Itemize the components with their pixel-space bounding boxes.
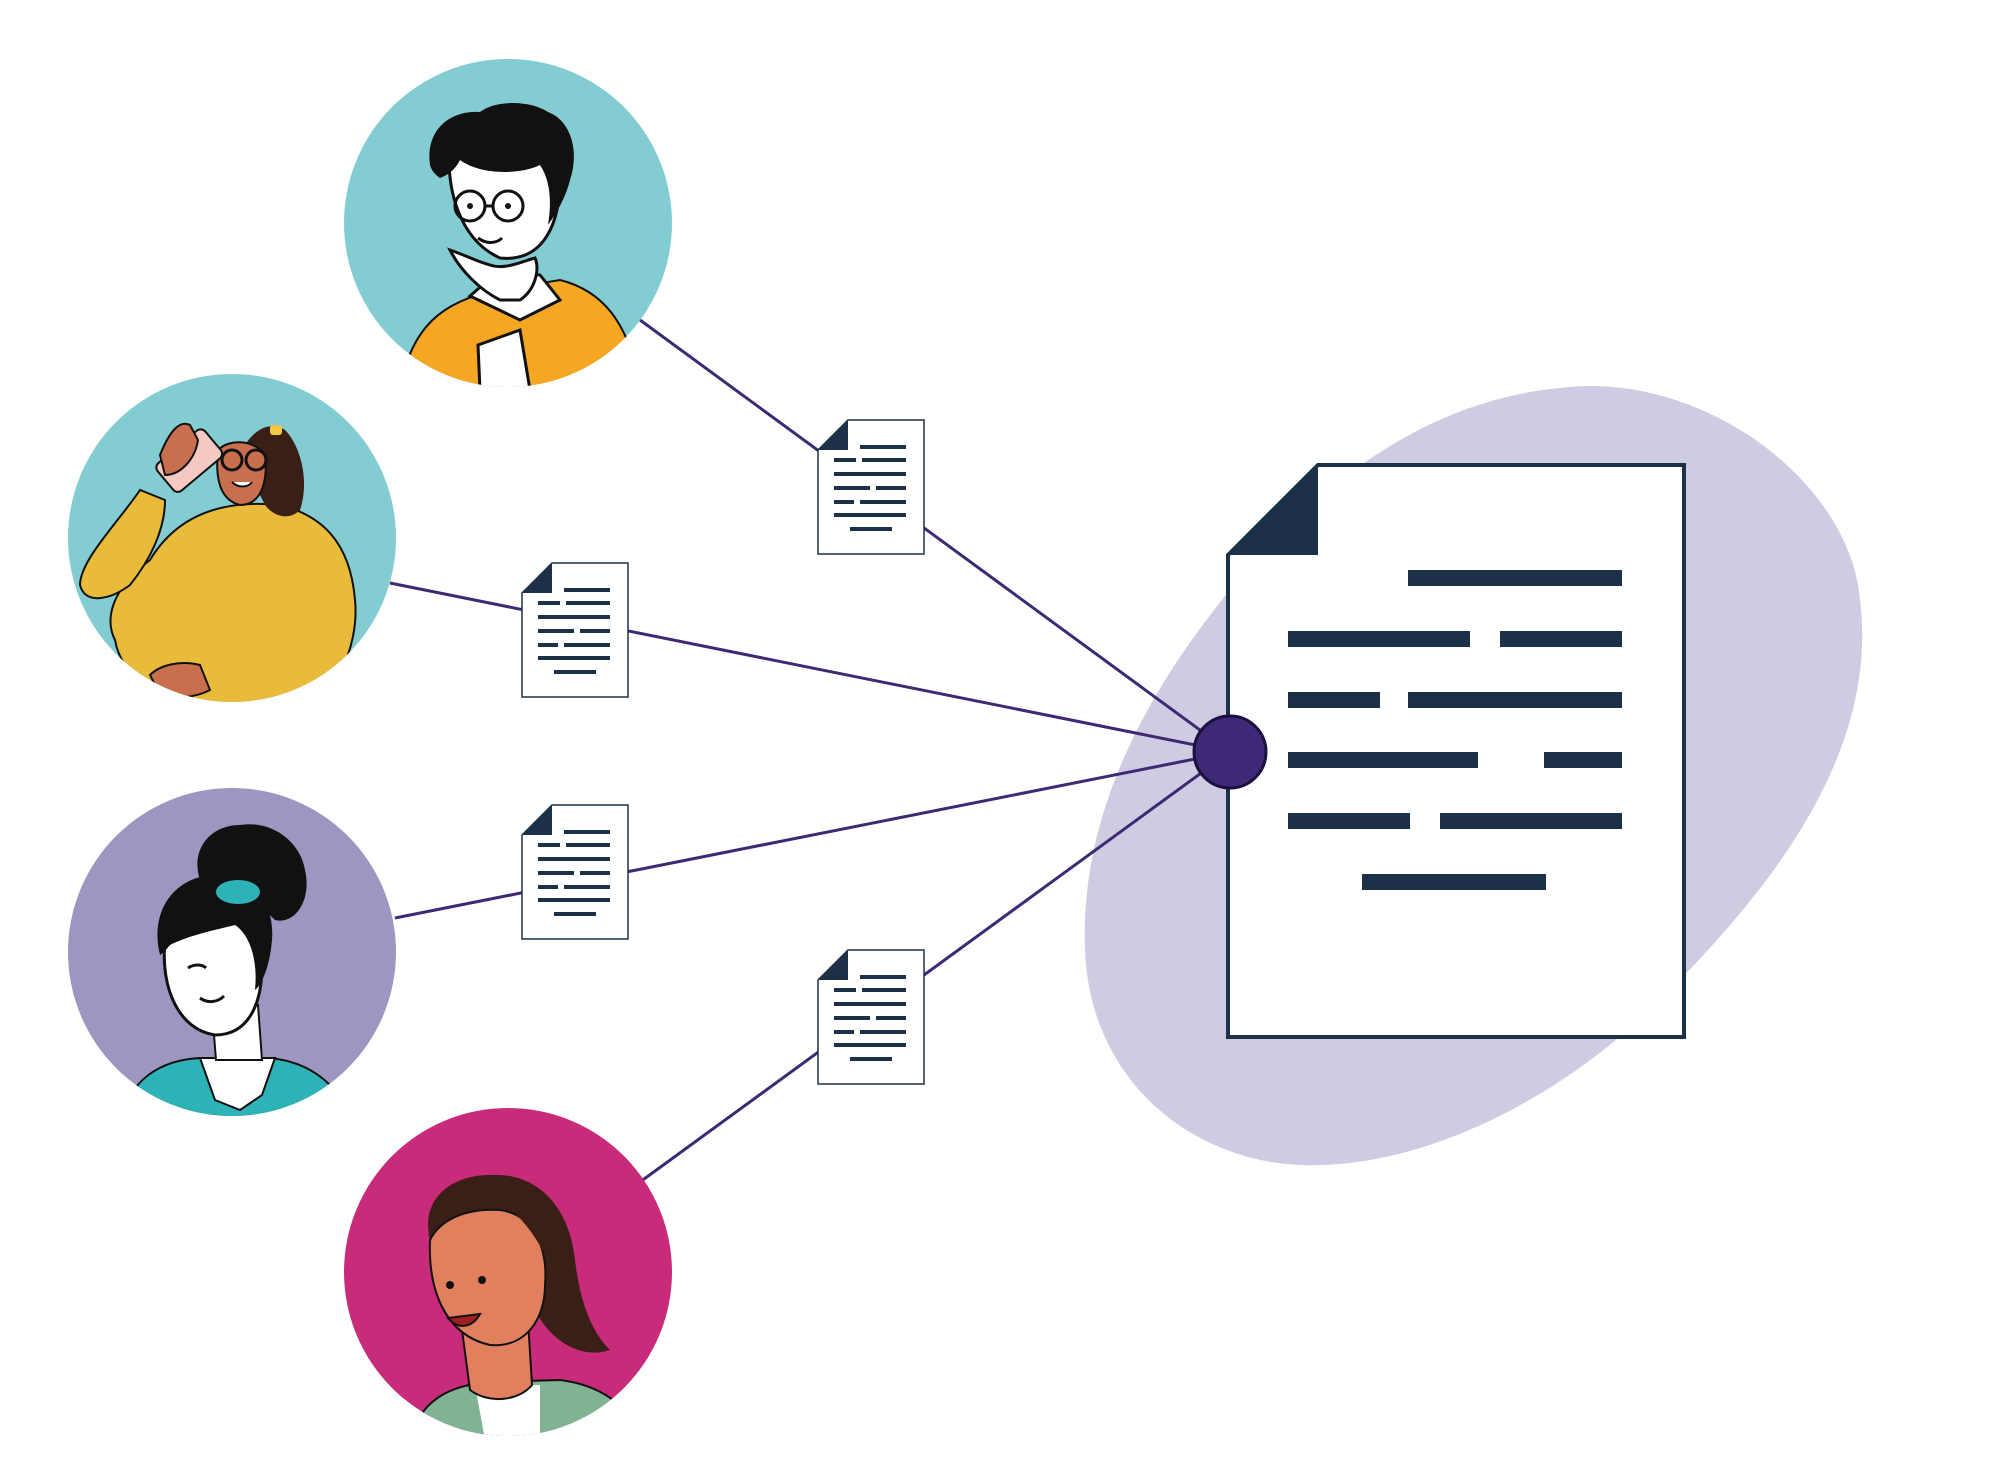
avatar-woman-phone	[68, 374, 396, 702]
document-icon	[817, 419, 925, 555]
avatar-woman-smiling	[344, 1108, 672, 1436]
connector-line-1	[639, 318, 1231, 754]
connector-line-2	[389, 581, 1231, 754]
document-icon	[521, 804, 629, 940]
connector-line-4	[639, 750, 1231, 1184]
document-icon	[817, 949, 925, 1085]
woman-smiling-icon	[408, 1174, 642, 1436]
document-icon	[521, 562, 629, 698]
avatar-thinking-man	[344, 59, 672, 387]
merged-document-icon	[1226, 463, 1686, 1039]
hub-node-icon	[1192, 714, 1268, 790]
thinking-man-icon	[398, 103, 642, 387]
connectors	[389, 318, 1231, 1184]
avatar-woman-bun	[68, 788, 396, 1116]
